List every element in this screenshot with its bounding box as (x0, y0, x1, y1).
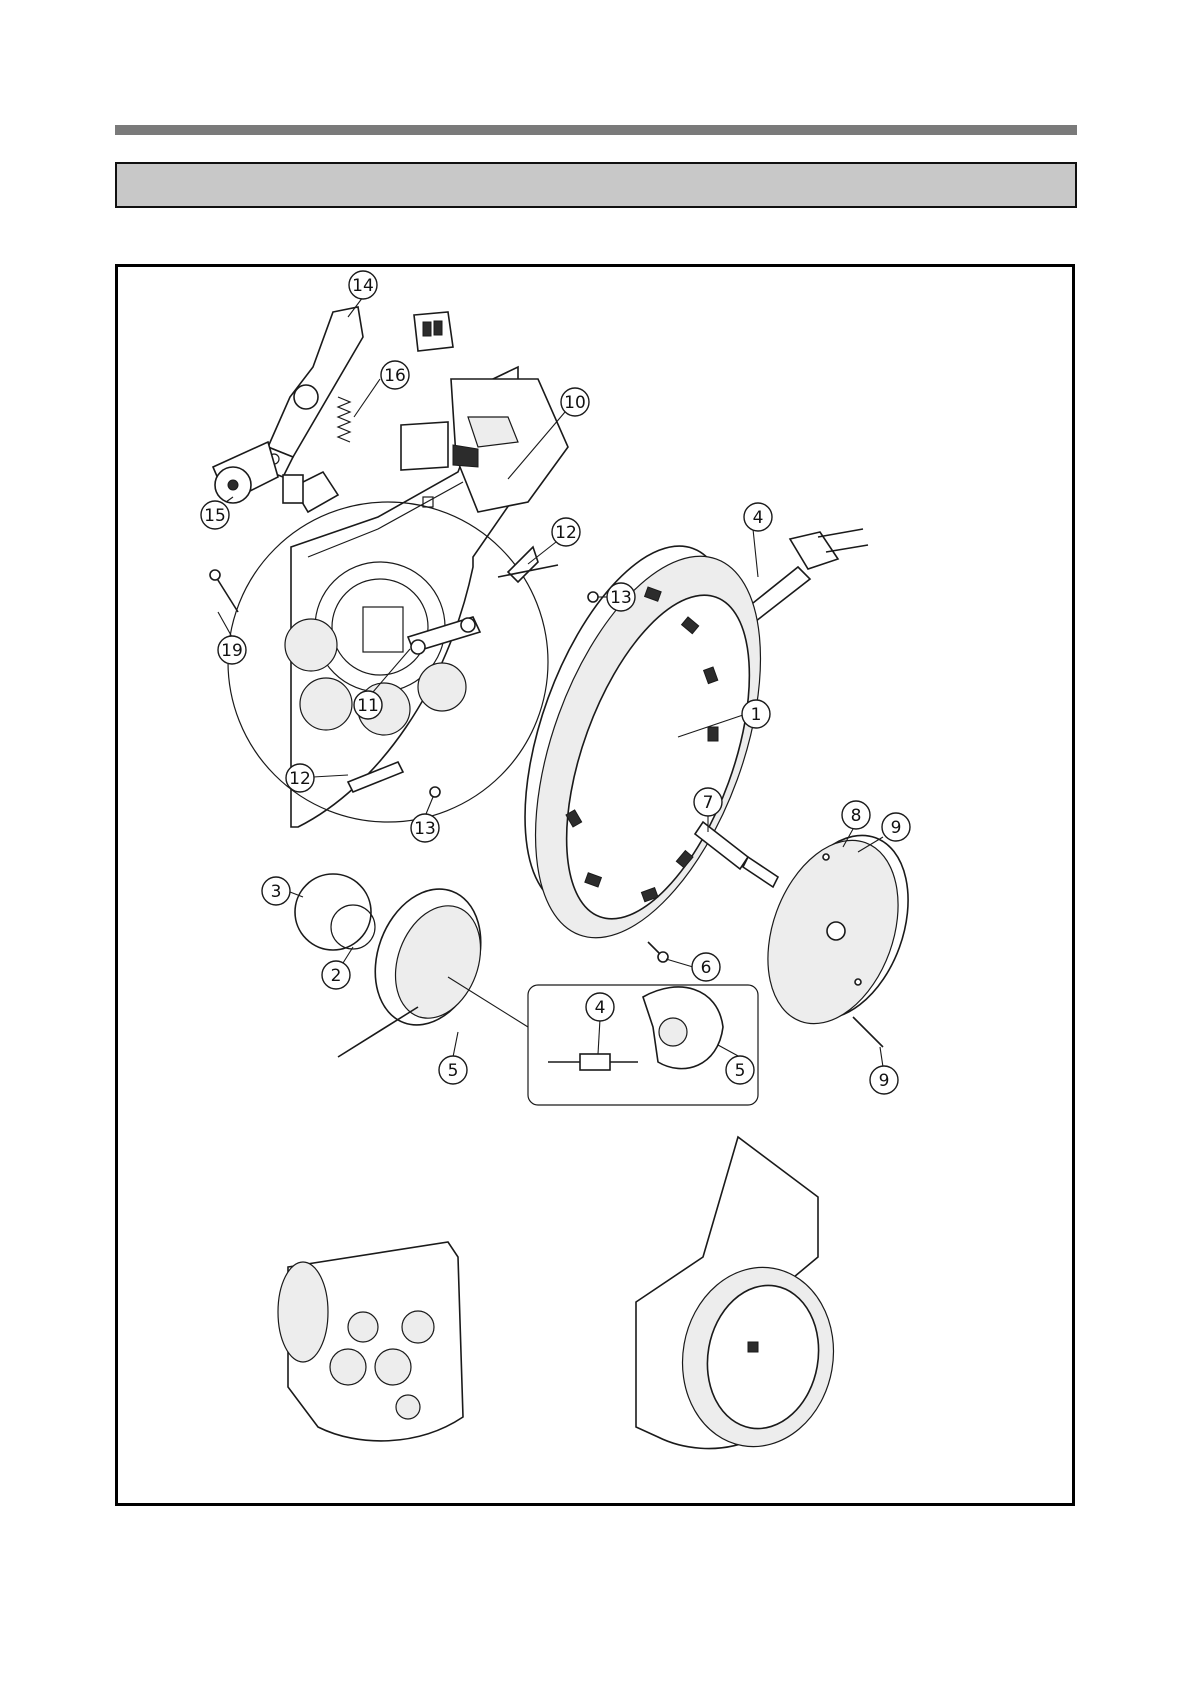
svg-text:13: 13 (610, 588, 632, 608)
svg-text:6: 6 (701, 958, 712, 978)
callout-19: 19 (218, 636, 246, 664)
section-title-bar (115, 162, 1077, 208)
svg-text:4: 4 (753, 508, 764, 528)
callout-4-inset: 4 (586, 993, 614, 1021)
brake-lever (263, 307, 363, 477)
svg-text:16: 16 (384, 366, 406, 386)
callout-8: 8 (842, 801, 870, 829)
callout-1: 1 (742, 700, 770, 728)
svg-text:11: 11 (357, 696, 379, 716)
svg-text:4: 4 (595, 998, 606, 1018)
svg-text:7: 7 (703, 793, 714, 813)
assembled-view-left (278, 1242, 463, 1441)
exploded-parts-diagram: 14 16 10 15 19 12 13 4 11 1 12 13 7 8 9 … (118, 267, 1072, 1503)
detail-inset (528, 985, 758, 1105)
svg-text:5: 5 (735, 1061, 746, 1081)
callout-7: 7 (694, 788, 722, 816)
svg-text:15: 15 (204, 506, 226, 526)
screw-6 (648, 942, 668, 962)
cover-plate (744, 817, 932, 1047)
callout-13-lower: 13 (411, 814, 439, 842)
callout-12-upper: 12 (552, 518, 580, 546)
reel-drum (483, 519, 806, 967)
callout-3: 3 (262, 877, 290, 905)
svg-text:1: 1 (751, 705, 762, 725)
svg-text:9: 9 (879, 1071, 890, 1091)
svg-text:12: 12 (289, 769, 311, 789)
exploded-view-frame: 14 16 10 15 19 12 13 4 11 1 12 13 7 8 9 … (115, 264, 1075, 1506)
callout-2: 2 (322, 961, 350, 989)
callout-14: 14 (349, 271, 377, 299)
svg-text:3: 3 (271, 882, 282, 902)
callout-6: 6 (692, 953, 720, 981)
callout-9-lower: 9 (870, 1066, 898, 1094)
callout-12-lower: 12 (286, 764, 314, 792)
connector-block (414, 312, 453, 351)
callout-13-upper: 13 (607, 583, 635, 611)
callout-15: 15 (201, 501, 229, 529)
callout-9-upper: 9 (882, 813, 910, 841)
callout-16: 16 (381, 361, 409, 389)
svg-text:9: 9 (891, 818, 902, 838)
callout-4-upper: 4 (744, 503, 772, 531)
svg-text:8: 8 (851, 806, 862, 826)
pivot-pin (210, 570, 238, 612)
svg-text:13: 13 (414, 819, 436, 839)
spring (338, 397, 350, 442)
assembled-view-right (636, 1137, 847, 1459)
svg-text:19: 19 (221, 641, 243, 661)
svg-text:12: 12 (555, 523, 577, 543)
callout-5-inset: 5 (726, 1056, 754, 1084)
svg-text:14: 14 (352, 276, 374, 296)
top-rule (115, 125, 1077, 135)
callout-11: 11 (354, 691, 382, 719)
callout-10: 10 (561, 388, 589, 416)
callout-5-main: 5 (439, 1056, 467, 1084)
svg-text:2: 2 (331, 966, 342, 986)
svg-text:5: 5 (448, 1061, 459, 1081)
svg-text:10: 10 (564, 393, 586, 413)
